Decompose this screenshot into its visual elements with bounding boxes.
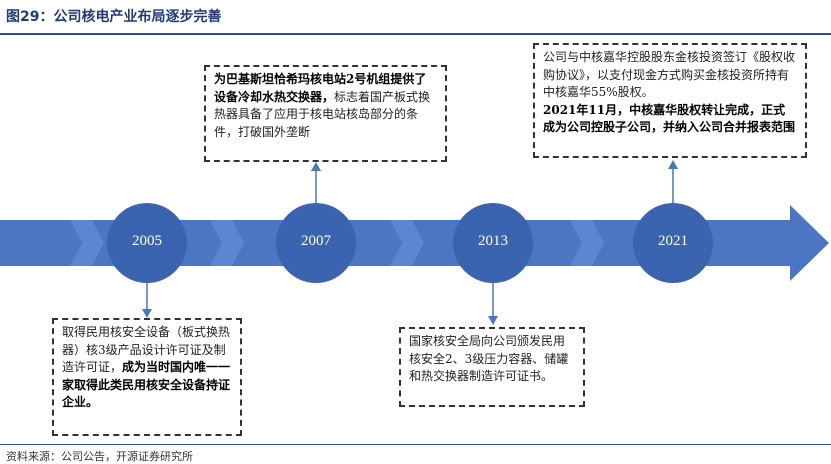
milestone-year-2007: 2007 bbox=[301, 233, 331, 249]
milestone-year-2005: 2005 bbox=[132, 233, 162, 249]
milestone-text-2005-normal: 取得民用核安全设备（板式换热器）核3级产品设计许可证及制造许可证， bbox=[62, 325, 231, 374]
milestone-text-2007-bold: 为巴基斯坦恰希玛核电站2号机组提供了设备冷却水热交换器， bbox=[214, 72, 427, 104]
milestone-text-2007: 为巴基斯坦恰希玛核电站2号机组提供了设备冷却水热交换器，标志着国产板式换热器具备… bbox=[214, 71, 437, 141]
milestone-box-2007: 为巴基斯坦恰希玛核电站2号机组提供了设备冷却水热交换器，标志着国产板式换热器具备… bbox=[204, 65, 447, 162]
milestone-year-2021: 2021 bbox=[658, 233, 688, 249]
milestone-box-2021: 公司与中核嘉华控股股东金核投资签订《股权收购协议》，以支付现金方式购买金核投资所… bbox=[533, 43, 807, 158]
timeline-chevron bbox=[210, 220, 244, 266]
figure-title: 图29：公司核电产业布局逐步完善 bbox=[6, 9, 222, 25]
footer-rule bbox=[0, 444, 831, 445]
connector-2005-arrowhead bbox=[142, 309, 152, 318]
milestone-year-2013: 2013 bbox=[478, 233, 508, 249]
milestone-circle-2005 bbox=[107, 203, 187, 283]
source-note: 资料来源：公司公告，开源证券研究所 bbox=[6, 450, 193, 463]
milestone-text-2005: 取得民用核安全设备（板式换热器）核3级产品设计许可证及制造许可证，成为当时国内唯… bbox=[62, 324, 232, 412]
milestone-text-2021-bold: 2021年11月，中核嘉华股权转让完成，正式成为公司控股子公司，并纳入公司合并报… bbox=[543, 102, 796, 135]
milestone-text-2005-bold: 成为当时国内唯一一家取得此类民用核安全设备持证企业。 bbox=[62, 360, 231, 409]
milestone-text-2007-normal: 标志着国产板式换热器具备了应用于核电站核岛部分的条件，打破国外垄断 bbox=[214, 89, 431, 139]
timeline-chevron bbox=[570, 220, 604, 266]
milestone-box-2005: 取得民用核安全设备（板式换热器）核3级产品设计许可证及制造许可证，成为当时国内唯… bbox=[52, 318, 242, 436]
connector-2013-arrowhead bbox=[488, 316, 498, 325]
title-rule bbox=[0, 33, 831, 35]
connector-2007-arrowhead bbox=[311, 162, 321, 171]
milestone-box-2013: 国家核安全局向公司颁发民用核安全2、3级压力容器、储罐和热交换器制造许可证书。 bbox=[399, 327, 585, 407]
milestone-text-2021-normal: 公司与中核嘉华控股股东金核投资签订《股权收购协议》，以支付现金方式购买金核投资所… bbox=[543, 50, 796, 99]
timeline-chevron bbox=[70, 220, 104, 266]
milestone-circle-2021 bbox=[633, 203, 713, 283]
timeline-chevron bbox=[390, 220, 424, 266]
milestone-circle-2007 bbox=[276, 203, 356, 283]
connector-2021-arrowhead bbox=[668, 160, 678, 169]
milestone-circle-2013 bbox=[453, 203, 533, 283]
milestone-text-2013: 国家核安全局向公司颁发民用核安全2、3级压力容器、储罐和热交换器制造许可证书。 bbox=[409, 334, 569, 383]
